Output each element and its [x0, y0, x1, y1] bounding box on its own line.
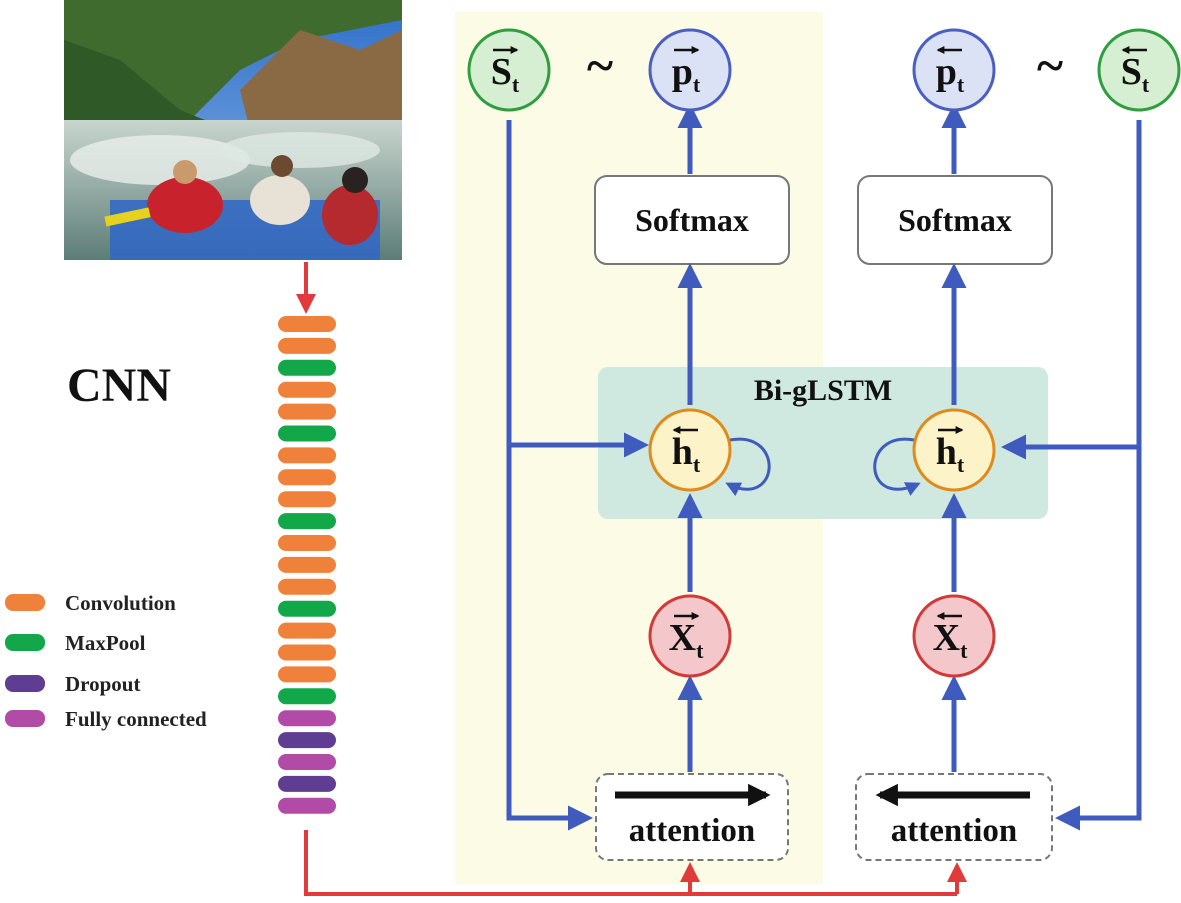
node-x-fwd: Xt — [648, 594, 732, 678]
legend-label: MaxPool — [65, 631, 146, 655]
cnn-layer-conv — [278, 469, 336, 486]
cnn-layer-conv — [278, 578, 336, 595]
s-forward-feed — [506, 120, 593, 831]
node-p-fwd: pt — [648, 28, 732, 112]
cnn-title: CNN — [67, 359, 171, 412]
legend-swatch — [5, 634, 45, 651]
cnn-layer-conv — [278, 337, 336, 354]
recurrent-loop-backward — [873, 437, 921, 496]
attention-backward-label: attention — [891, 813, 1018, 849]
cnn-layer-conv — [278, 622, 336, 639]
cnn-layer-conv — [278, 535, 336, 551]
cnn-layer-fc — [278, 754, 336, 770]
river-rafting-photo — [64, 0, 402, 260]
tilde-forward: ~ — [587, 37, 613, 93]
legend-swatch — [5, 710, 45, 727]
node-circle — [912, 594, 996, 678]
attention-forward-label: attention — [629, 813, 756, 849]
node-circle — [912, 408, 996, 492]
node-p-bwd: pt — [912, 28, 996, 112]
node-circle — [467, 28, 551, 112]
softmax-forward-label: Softmax — [635, 202, 749, 238]
legend-label: Fully connected — [65, 707, 207, 731]
cnn-layer-drop — [278, 732, 336, 749]
cnn-layer-conv — [278, 447, 336, 464]
node-circle — [648, 408, 732, 492]
cnn-layer-conv — [278, 556, 336, 573]
cnn-layer-conv — [278, 403, 336, 420]
cnn-output-bus — [304, 830, 957, 896]
cnn-layer-conv — [278, 381, 336, 398]
cnn-layer-conv — [278, 491, 336, 508]
node-label: pt — [672, 51, 701, 97]
node-label: St — [491, 51, 520, 97]
cnn-layer-pool — [278, 513, 336, 530]
cnn-layer-stack — [278, 316, 336, 814]
cnn-layer-conv — [278, 316, 336, 332]
node-s-bwd: St — [1097, 28, 1181, 112]
node-h-bwd: ht — [912, 408, 996, 492]
legend-label: Convolution — [65, 591, 176, 615]
tilde-backward: ~ — [1037, 37, 1063, 93]
bi-lstm-label: Bi-gLSTM — [754, 374, 892, 407]
cnn-layer-fc — [278, 797, 336, 814]
s-backward-feed — [1055, 120, 1142, 831]
recurrent-loop-forward — [725, 437, 771, 497]
cnn-layer-fc — [278, 710, 336, 727]
cnn-layer-pool — [278, 688, 336, 705]
node-label: ht — [936, 431, 965, 477]
cnn-layer-conv — [278, 644, 336, 661]
node-s-fwd: St — [467, 28, 551, 112]
cnn-layer-pool — [278, 425, 336, 442]
legend-swatch — [5, 594, 45, 611]
cnn-layer-pool — [278, 359, 336, 376]
node-circle — [1097, 28, 1181, 112]
node-circle — [912, 28, 996, 112]
legend-swatch — [5, 675, 45, 692]
softmax-backward-label: Softmax — [898, 202, 1012, 238]
node-h-fwd: ht — [648, 408, 732, 492]
cnn-layer-drop — [278, 775, 336, 792]
cnn-layer-pool — [278, 600, 336, 617]
node-circle — [648, 594, 732, 678]
node-label: Xt — [933, 617, 968, 663]
node-label: Xt — [669, 617, 704, 663]
node-label: St — [1121, 51, 1150, 97]
node-circle — [648, 28, 732, 112]
node-x-bwd: Xt — [912, 594, 996, 678]
cnn-layer-conv — [278, 666, 336, 683]
node-label: ht — [672, 431, 701, 477]
legend-label: Dropout — [65, 672, 140, 696]
node-label: pt — [936, 51, 965, 97]
